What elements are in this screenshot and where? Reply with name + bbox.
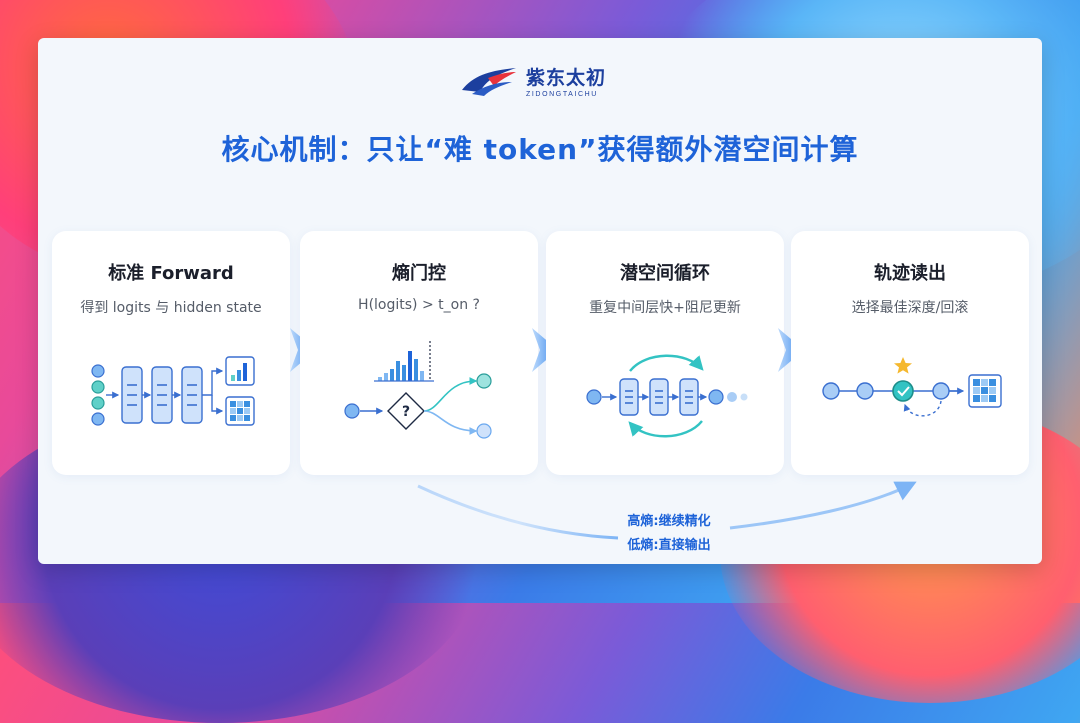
step-card-entropy-gate: 熵门控 H(logits) > t_on ? bbox=[300, 231, 538, 475]
step-subtitle: 选择最佳深度/回滚 bbox=[851, 300, 969, 316]
step-title: 熵门控 bbox=[392, 263, 446, 284]
latent-loop-icon bbox=[586, 354, 748, 438]
brand-logo: 紫东太初 ZIDONGTAICHU bbox=[458, 58, 606, 102]
slide-panel: 紫东太初 ZIDONGTAICHU 核心机制：只让“难 token”获得额外潜空… bbox=[38, 38, 1042, 564]
brand-name-en: ZIDONGTAICHU bbox=[526, 90, 598, 98]
step-title: 潜空间循环 bbox=[620, 263, 710, 284]
step-card-forward: 标准 Forward 得到 logits 与 hidden state bbox=[52, 231, 290, 475]
entropy-gate-icon: ? bbox=[344, 341, 492, 439]
brand-swoosh-icon bbox=[462, 68, 516, 96]
step-title: 标准 Forward bbox=[108, 263, 234, 284]
page-title: 核心机制：只让“难 token”获得额外潜空间计算 bbox=[221, 133, 859, 166]
step-title: 轨迹读出 bbox=[874, 263, 946, 284]
step-subtitle: H(logits) > t_on ? bbox=[358, 297, 480, 313]
trajectory-readout-icon bbox=[822, 357, 1002, 417]
brand-name-cn: 紫东太初 bbox=[526, 66, 607, 89]
note-low-entropy: 低熵:直接输出 bbox=[627, 538, 711, 553]
chevron-right-icon bbox=[532, 328, 558, 372]
network-layers-icon bbox=[91, 356, 255, 426]
note-high-entropy: 高熵:继续精化 bbox=[627, 514, 711, 529]
svg-text:?: ? bbox=[402, 404, 410, 420]
step-card-trajectory-readout: 轨迹读出 选择最佳深度/回滚 bbox=[791, 231, 1029, 475]
step-subtitle: 重复中间层快+阻尼更新 bbox=[589, 300, 741, 316]
step-card-latent-loop: 潜空间循环 重复中间层快+阻尼更新 bbox=[546, 231, 784, 475]
step-subtitle: 得到 logits 与 hidden state bbox=[80, 300, 262, 316]
